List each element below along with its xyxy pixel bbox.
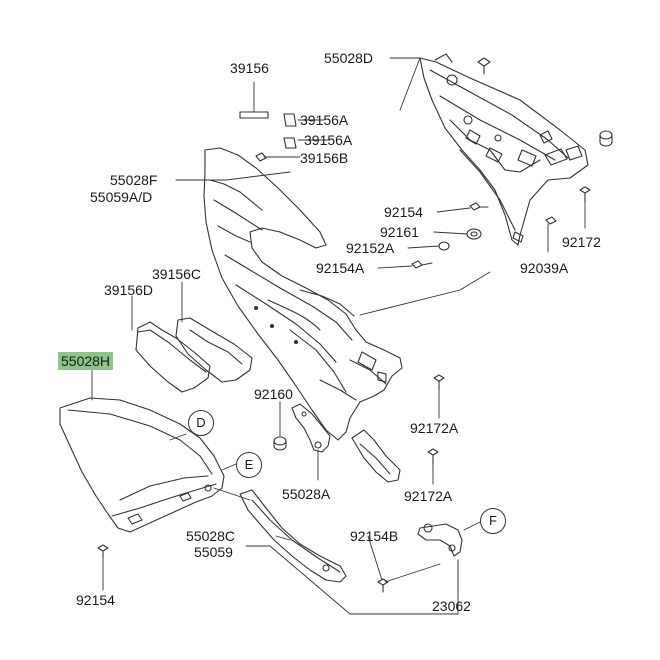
part-label-92154: 92154 — [384, 204, 423, 220]
part-label-92161: 92161 — [380, 224, 419, 240]
part-label-92172A: 92172A — [404, 488, 453, 504]
main-side-cowl-drawing — [203, 147, 403, 441]
lower-cowl-drawing — [59, 397, 225, 533]
part-label-23062: 23062 — [432, 598, 471, 614]
grommet-drawing — [599, 130, 613, 147]
part-label-92160: 92160 — [254, 386, 293, 402]
part-label-39156B: 39156B — [300, 150, 349, 166]
part-label-39156A: 39156A — [304, 132, 353, 148]
leader-lines — [91, 57, 586, 615]
part-label-39156: 39156 — [230, 60, 269, 76]
grommet-92160-drawing — [273, 436, 287, 451]
part-label-39156A: 39156A — [300, 112, 349, 128]
part-label-55059: 55059 — [194, 544, 233, 560]
callout-E: E — [236, 452, 262, 478]
part-label-92154-lower: 92154 — [76, 592, 115, 608]
stay-bracket-drawing — [417, 523, 463, 557]
lower-panel-drawing — [239, 489, 347, 583]
screw-drawing — [477, 57, 491, 75]
part-label-92039A: 92039A — [520, 260, 569, 276]
part-label-39156D: 39156D — [104, 282, 154, 298]
part-label-55028F: 55028F — [110, 172, 158, 188]
part-label-92172A: 92172A — [410, 420, 459, 436]
emblem-parts-drawing — [239, 111, 297, 162]
upper-inner-frame-drawing — [419, 53, 589, 246]
part-label-55028H-highlighted: 55028H — [58, 352, 114, 370]
mounting-bracket-drawing — [351, 429, 401, 483]
part-label-55028C: 55028C — [186, 528, 236, 544]
callout-F: F — [480, 508, 506, 534]
callout-D: D — [188, 410, 214, 436]
part-label-92154B: 92154B — [350, 528, 399, 544]
part-label-55028A: 55028A — [282, 486, 331, 502]
part-label-39156C: 39156C — [152, 266, 202, 282]
part-label-92172: 92172 — [562, 234, 601, 250]
part-label-55028D: 55028D — [324, 50, 374, 66]
part-label-55059A-D: 55059A/D — [90, 189, 153, 205]
bracket-55028A-drawing — [291, 403, 331, 453]
fasteners-drawing — [97, 186, 591, 593]
insulator-pads-drawing — [135, 317, 253, 393]
part-label-92152A: 92152A — [346, 240, 395, 256]
part-label-92154A: 92154A — [316, 260, 365, 276]
